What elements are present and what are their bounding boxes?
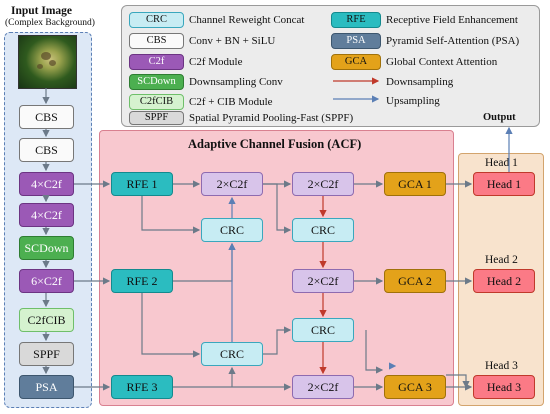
backbone-cbs-1: CBS xyxy=(19,105,74,129)
legend-psa-swatch: PSA xyxy=(331,33,381,49)
backbone-sppf: SPPF xyxy=(19,342,74,366)
leaf-image-icon xyxy=(18,35,77,89)
acf-gca-3: GCA 3 xyxy=(384,375,446,399)
acf-crc-bottom-left: CRC xyxy=(201,342,263,366)
acf-c2f-2x-top-left: 2×C2f xyxy=(201,172,263,196)
output-title: Output xyxy=(483,112,516,123)
acf-rfe-2: RFE 2 xyxy=(111,269,173,293)
backbone-scdown: SCDown xyxy=(19,236,74,260)
output-head-2: Head 2 xyxy=(473,269,535,293)
acf-rfe-3: RFE 3 xyxy=(111,375,173,399)
legend-cbs-label: Conv + BN + SiLU xyxy=(189,35,276,47)
head-1-caption: Head 1 xyxy=(485,157,518,169)
acf-gca-2: GCA 2 xyxy=(384,269,446,293)
output-head-3: Head 3 xyxy=(473,375,535,399)
legend-upsampling-label: Upsampling xyxy=(386,95,440,107)
acf-c2f-2x-middle: 2×C2f xyxy=(292,269,354,293)
legend-scdown-swatch: SCDown xyxy=(129,74,184,90)
legend-crc-swatch: CRC xyxy=(129,12,184,28)
backbone-c2f-6x: 6×C2f xyxy=(19,269,74,293)
legend-downsampling-label: Downsampling xyxy=(386,76,454,88)
legend-gca-label: Global Context Attention xyxy=(386,56,498,68)
legend-sppf-label: Spatial Pyramid Pooling-Fast (SPPF) xyxy=(189,112,354,124)
acf-crc-middle-right: CRC xyxy=(292,318,354,342)
legend-rfe-label: Receptive Field Enhancement xyxy=(386,14,518,26)
backbone-cbs-2: CBS xyxy=(19,138,74,162)
legend-scdown-label: Downsampling Conv xyxy=(189,76,283,88)
legend-sppf-swatch: SPPF xyxy=(129,111,184,125)
backbone-c2f-4x-2: 4×C2f xyxy=(19,203,74,227)
legend-rfe-swatch: RFE xyxy=(331,12,381,28)
head-3-caption: Head 3 xyxy=(485,360,518,372)
acf-crc-top-left: CRC xyxy=(201,218,263,242)
backbone-c2f-4x-1: 4×C2f xyxy=(19,172,74,196)
legend-panel xyxy=(121,5,540,127)
acf-gca-1: GCA 1 xyxy=(384,172,446,196)
input-subtitle: (Complex Background) xyxy=(5,18,95,28)
legend-psa-label: Pyramid Self-Attention (PSA) xyxy=(386,35,520,47)
legend-c2f-label: C2f Module xyxy=(189,56,243,68)
backbone-psa: PSA xyxy=(19,375,74,399)
acf-c2f-2x-bottom: 2×C2f xyxy=(292,375,354,399)
acf-c2f-2x-top-right: 2×C2f xyxy=(292,172,354,196)
acf-crc-top-right: CRC xyxy=(292,218,354,242)
backbone-c2fcib: C2fCIB xyxy=(19,308,74,332)
legend-c2f-swatch: C2f xyxy=(129,54,184,70)
head-2-caption: Head 2 xyxy=(485,254,518,266)
legend-gca-swatch: GCA xyxy=(331,54,381,70)
legend-cbs-swatch: CBS xyxy=(129,33,184,49)
acf-rfe-1: RFE 1 xyxy=(111,172,173,196)
input-title: Input Image xyxy=(11,5,73,17)
legend-crc-label: Channel Reweight Concat xyxy=(189,14,305,26)
legend-c2fcib-swatch: C2fCIB xyxy=(129,94,184,110)
acf-title: Adaptive Channel Fusion (ACF) xyxy=(188,137,362,151)
legend-c2fcib-label: C2f + CIB Module xyxy=(189,96,273,108)
output-head-1: Head 1 xyxy=(473,172,535,196)
